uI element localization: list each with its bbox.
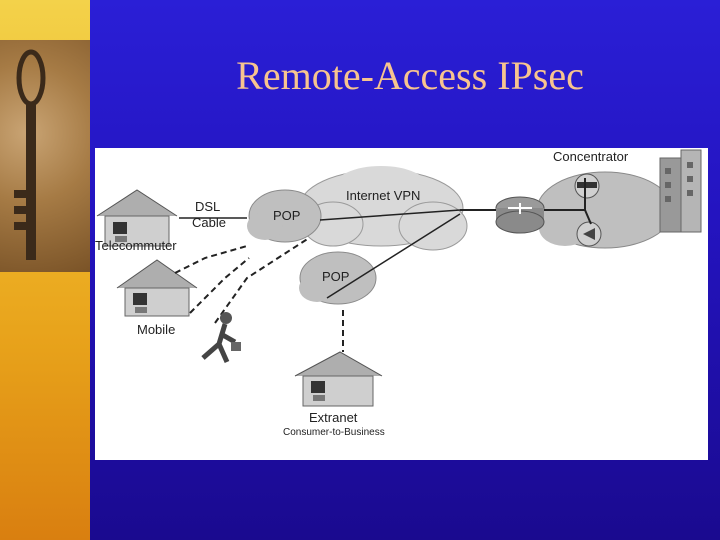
decorative-sidebar [0, 0, 90, 540]
telecommuter-house-icon [96, 189, 178, 247]
extranet-house-icon [294, 351, 383, 407]
internet-vpn-label: Internet VPN [346, 188, 420, 203]
pop-top-cloud [247, 189, 322, 243]
concentrator-label: Concentrator [553, 149, 629, 164]
mobile-label: Mobile [137, 322, 175, 337]
pop-top-label: POP [273, 208, 300, 223]
dsl-label: DSL [195, 199, 220, 214]
mobile-house-icon [116, 259, 198, 317]
mobile-user-icon [201, 312, 241, 364]
extranet-label: Extranet [309, 410, 358, 425]
concentrator-device-icon [576, 221, 602, 247]
office-building-icon [659, 149, 702, 233]
slide-title: Remote-Access IPsec [236, 53, 584, 98]
key-device-icon [574, 173, 600, 199]
consumer-to-business-label: Consumer-to-Business [283, 427, 385, 438]
key-icon [14, 49, 46, 260]
pop-bottom-label: POP [322, 269, 349, 284]
key-photo [0, 40, 90, 272]
pop-bottom-cloud [299, 251, 377, 305]
telecommuter-label: Telecommuter [95, 238, 177, 253]
router-icon [495, 196, 545, 234]
internet-vpn-cloud [298, 166, 468, 251]
network-diagram: Internet VPN POP POP Concentrator [95, 148, 708, 460]
